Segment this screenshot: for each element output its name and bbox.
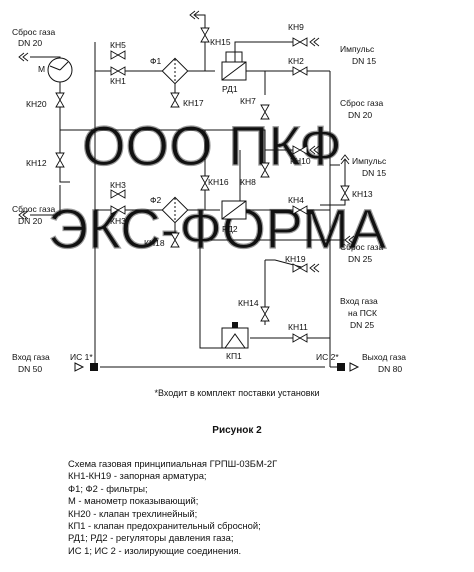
valve-kn11	[292, 333, 308, 343]
valve-kn1	[110, 66, 126, 76]
impulse-1-line1: Импульс	[340, 44, 375, 54]
label-kn7: КН7	[240, 96, 256, 106]
label-kn12: КН12	[26, 158, 47, 168]
valve-kn17	[170, 92, 180, 108]
inlet-arrow	[74, 362, 85, 372]
gas-outlet-line1: Выход газа	[362, 352, 406, 362]
gas-inlet-psk-line2: на ПСК	[348, 308, 377, 318]
valve-kn9	[292, 37, 308, 47]
label-kn3b: КН3	[110, 216, 126, 226]
legend-line: Ф1; Ф2 - фильтры;	[68, 482, 148, 494]
label-f1: Ф1	[150, 56, 161, 66]
valve-kn14	[260, 306, 270, 322]
figure-title: Рисунок 2	[212, 425, 262, 436]
gas-outlet-line2: DN 80	[378, 364, 402, 374]
label-kn2: КН2	[288, 56, 304, 66]
legend-line: Схема газовая принципиальная ГРПШ-03БМ-2…	[68, 458, 278, 469]
manometer-label: М	[38, 64, 45, 74]
diagram-labels: Сброс газа DN 20 М КН20 КН12 Сброс газа …	[12, 22, 406, 374]
label-kn3a: КН3	[110, 180, 126, 190]
legend-line: РД1; РД2 - регуляторы давления газа;	[68, 532, 234, 544]
gas-inlet-psk-line1: Вход газа	[340, 296, 378, 306]
filter-f2	[161, 196, 189, 224]
outlet-arrow	[349, 362, 360, 372]
valve-kn12	[55, 152, 65, 168]
valve-kn2	[292, 66, 308, 76]
label-kn8: КН8	[240, 177, 256, 187]
label-kn16: КН16	[208, 177, 229, 187]
insulating-joint-is2	[337, 363, 345, 371]
label-kn18: КН18	[144, 238, 165, 248]
label-kn4: КН4	[288, 195, 304, 205]
label-kn1: КН1	[110, 76, 126, 86]
label-rd2: РД2	[222, 224, 238, 234]
insulating-joint-is1	[90, 363, 98, 371]
valve-kn15	[200, 27, 210, 43]
label-kn14: КН14	[238, 298, 259, 308]
label-kn10: КН10	[290, 156, 311, 166]
label-is2: ИС 2*	[316, 352, 339, 362]
label-is1: ИС 1*	[70, 352, 93, 362]
pipelines	[30, 14, 346, 368]
label-kn17: КН17	[183, 98, 204, 108]
vent-right-1-line2: DN 20	[348, 110, 372, 120]
vent-right-1-line1: Сброс газа	[340, 98, 384, 108]
valve-kn20	[55, 92, 65, 108]
vent-left-top-plug	[18, 52, 29, 62]
label-f2: Ф2	[150, 195, 161, 205]
label-kn9: КН9	[288, 22, 304, 32]
filter-f1	[161, 57, 189, 85]
valve-kn5	[110, 50, 126, 60]
vent-left-top-line2: DN 20	[18, 38, 42, 48]
legend-line: М - манометр показывающий;	[68, 495, 199, 507]
impulse-2-line2: DN 15	[362, 168, 386, 178]
valve-kn19	[292, 263, 308, 273]
legend: Схема газовая принципиальная ГРПШ-03БМ-2…	[68, 458, 277, 557]
gas-inlet-line1: Вход газа	[12, 352, 50, 362]
valves	[55, 27, 350, 343]
vent-right-2-line2: DN 25	[348, 254, 372, 264]
label-kn11: КН11	[288, 322, 308, 332]
label-kn13: КН13	[352, 189, 373, 199]
regulators	[221, 51, 247, 220]
relief-valve-kp1	[221, 322, 249, 349]
footnote: *Входит в комплект поставки установки	[154, 388, 320, 398]
vent-left-mid-line1: Сброс газа	[12, 204, 56, 214]
legend-line: ИС 1; ИС 2 - изолирующие соединения.	[68, 544, 242, 556]
label-kn5: КН5	[110, 40, 126, 50]
label-kn20: КН20	[26, 99, 47, 109]
insulating-joints	[74, 362, 360, 372]
impulse-2-line1: Импульс	[352, 156, 387, 166]
legend-line: КП1 - клапан предохранительный сбросной;	[68, 520, 261, 532]
watermark-line1: ООО ПКФ	[82, 114, 342, 177]
vent-left-top-line1: Сброс газа	[12, 27, 56, 37]
label-rd1: РД1	[222, 84, 238, 94]
vent-right-2-line1: Сброс газа	[340, 242, 384, 252]
valve-kn7	[260, 104, 270, 120]
regulator-rd2	[221, 200, 247, 220]
watermark-line2: ЭКС-ФОРМА	[48, 197, 387, 260]
gas-inlet-psk-line3: DN 25	[350, 320, 374, 330]
label-kp1: КП1	[226, 351, 242, 361]
kn19-plug	[309, 263, 320, 273]
manometer	[47, 57, 73, 83]
impulse-1-plug	[309, 37, 320, 47]
label-kn15: КН15	[210, 37, 231, 47]
watermark: ООО ПКФ ЭКС-ФОРМА	[47, 113, 387, 260]
filters	[161, 57, 189, 224]
gas-inlet-line2: DN 50	[18, 364, 42, 374]
label-kn19: КН19	[285, 254, 306, 264]
regulator-rd1	[221, 51, 247, 81]
valve-kn13	[340, 185, 350, 201]
vent-left-mid-line2: DN 20	[18, 216, 42, 226]
legend-line: КН1-КН19 - запорная арматура;	[68, 470, 207, 482]
impulse-1-line2: DN 15	[352, 56, 376, 66]
legend-line: КН20 - клапан трехлинейный;	[68, 507, 198, 519]
gas-scheme-diagram: ООО ПКФ ЭКС-ФОРМА	[12, 10, 406, 374]
